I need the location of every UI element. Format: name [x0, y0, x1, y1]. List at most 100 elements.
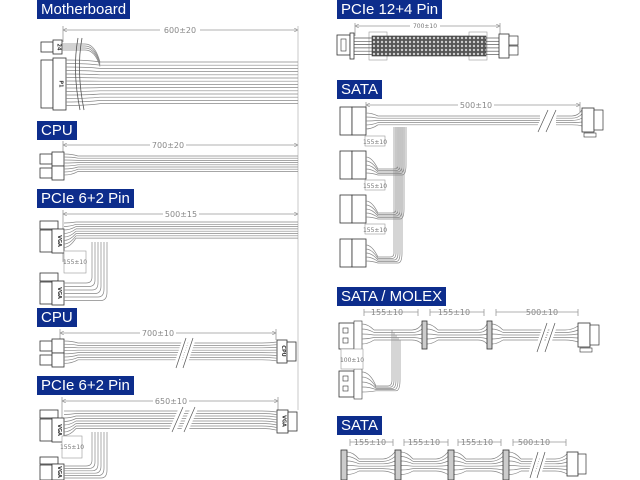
wire: [477, 339, 488, 345]
svg-text:P1: P1: [58, 80, 64, 88]
wire: [508, 451, 522, 460]
wire: [361, 323, 375, 331]
psu-connector: [566, 451, 579, 477]
segment-label: 155±10: [408, 438, 440, 447]
wire: [365, 124, 379, 130]
cpu-cable-1: 700±20: [39, 139, 298, 181]
wire: [556, 117, 583, 121]
wire: [261, 410, 278, 413]
dimension-label: 700±10: [142, 329, 174, 338]
wire: [63, 168, 79, 173]
wire: [261, 357, 278, 359]
wire: [564, 329, 579, 333]
wire: [64, 432, 102, 474]
molex-connector: [338, 322, 355, 350]
wire: [64, 432, 99, 472]
wire: [508, 468, 522, 471]
wire: [63, 226, 77, 231]
cpu-connector: [39, 153, 53, 165]
wire: [453, 465, 467, 467]
wire: [62, 43, 101, 63]
wire: [261, 341, 278, 344]
wire: [63, 428, 77, 436]
wire: [490, 456, 504, 462]
wire: [435, 468, 449, 471]
wire: [63, 233, 77, 241]
wire: [382, 465, 396, 467]
wire: [554, 468, 568, 471]
wire: [64, 242, 93, 284]
wire: [365, 116, 379, 119]
wire: [64, 242, 96, 287]
vga-connector: [51, 228, 65, 254]
svg-text:VGA: VGA: [56, 466, 62, 478]
svg-text:VGA: VGA: [56, 235, 62, 247]
wire: [64, 432, 93, 467]
wire: [65, 63, 101, 66]
wire: [490, 465, 504, 467]
wire: [365, 127, 401, 262]
wire: [400, 456, 414, 462]
wire: [508, 465, 522, 467]
branch-dimension-label: 155±10: [63, 259, 87, 266]
vga-connector: [51, 280, 65, 306]
wire: [426, 333, 439, 336]
cpu-cable-2: 700±10 CPU: [39, 327, 297, 369]
wire: [65, 90, 101, 92]
wire: [426, 337, 439, 340]
wire: [361, 339, 375, 345]
wire: [491, 337, 504, 340]
wire: [490, 451, 504, 460]
wire: [508, 456, 522, 462]
section-title-pcie-2: PCIe 6+2 Pin: [37, 376, 134, 395]
wire: [63, 228, 77, 234]
wire: [556, 113, 583, 119]
wire: [365, 127, 403, 173]
wire: [361, 340, 401, 393]
wire: [400, 451, 414, 460]
wire: [411, 337, 423, 340]
wire: [361, 337, 399, 390]
section-title-cpu-1: CPU: [37, 121, 77, 140]
wire: [63, 413, 77, 415]
wire: [63, 420, 77, 426]
wire: [411, 339, 423, 345]
wire: [261, 423, 278, 426]
wire: [453, 460, 467, 465]
wire: [63, 352, 79, 355]
braided-sleeve: [371, 35, 487, 57]
branch-dimension-label: 155±10: [363, 139, 387, 146]
wire: [556, 121, 583, 123]
wire: [453, 470, 467, 475]
wire: [63, 423, 77, 429]
sata-inline-connector: [394, 449, 402, 480]
branch-dimension-label: 100±10: [340, 357, 364, 364]
dimension-label: 650±10: [155, 397, 187, 406]
branch-dimension-label: 155±10: [60, 444, 84, 451]
wire: [361, 330, 393, 387]
wire: [477, 337, 488, 340]
wire: [261, 415, 278, 418]
wire: [400, 465, 414, 467]
wire: [63, 221, 77, 224]
wire: [346, 451, 360, 460]
wire: [382, 470, 396, 475]
wire: [382, 456, 396, 462]
wire: [365, 127, 403, 264]
wire: [63, 237, 77, 248]
section-title-pcie-1: PCIe 6+2 Pin: [37, 189, 134, 208]
wire: [435, 456, 449, 462]
segment-label: 500±10: [518, 438, 550, 447]
sata-connector: [339, 106, 353, 136]
wire: [261, 359, 278, 362]
connector-p1: [52, 57, 67, 111]
sata-cable-1: 500±10 155±10 155±10 155±10: [339, 99, 604, 268]
wire: [426, 339, 439, 345]
wire: [411, 328, 423, 333]
wire: [554, 453, 568, 460]
wire: [564, 333, 579, 336]
branch-dimension-label: 155±10: [363, 227, 387, 234]
svg-text:VGA: VGA: [281, 415, 287, 427]
wire: [556, 109, 583, 117]
wire: [365, 120, 379, 122]
